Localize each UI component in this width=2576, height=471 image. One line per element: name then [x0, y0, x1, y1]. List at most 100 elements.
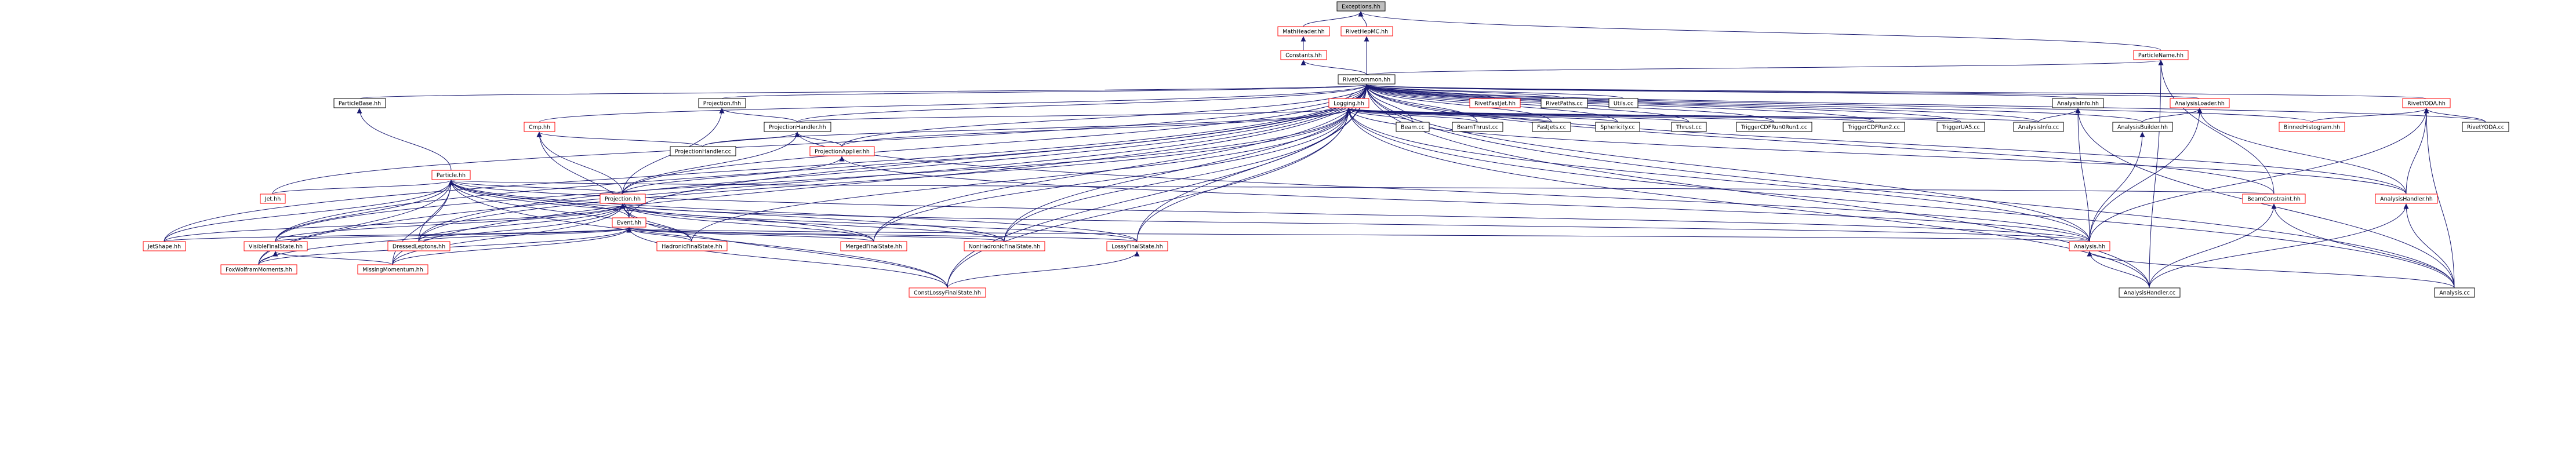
node-foxwolframmoments-hh[interactable]: FoxWolframMoments.hh [220, 264, 297, 275]
node-rivethepmc-hh[interactable]: RivetHepMC.hh [1340, 26, 1393, 36]
edge-particle-hh-to-lossyfinalstate-hh [448, 180, 1138, 242]
edge-particle-hh-to-jet-hh [272, 180, 454, 195]
node-cmp-hh[interactable]: Cmp.hh [524, 122, 555, 132]
edge-projectionapplier-hh-to-projection-hh [622, 156, 845, 195]
edge-analysishandler-hh-to-analysishandler-cc [2149, 203, 2409, 289]
edge-logging-hh-to-fastjets-cc [1346, 108, 1552, 123]
edge-logging-hh-to-mergedfinalstate-hh [873, 108, 1351, 242]
edge-rivetcommon-hh-to-projection-hh [622, 84, 1369, 195]
edge-event-hh-to-dressedleptons-hh [418, 227, 632, 242]
node-box [431, 170, 471, 180]
node-box [1671, 122, 1707, 132]
node-projectionhandler-cc[interactable]: ProjectionHandler.cc [670, 146, 736, 156]
node-rivetfastjet-hh[interactable]: RivetFastJet.hh [1469, 98, 1521, 108]
node-analysishandler-hh[interactable]: AnalysisHandler.hh [2375, 193, 2438, 204]
edge-cmp-hh-to-projection-hh [536, 132, 623, 195]
node-event-hh[interactable]: Event.hh [612, 217, 646, 228]
node-analysis-cc[interactable]: Analysis.cc [2434, 287, 2475, 298]
node-constlossyfinalstate-hh[interactable]: ConstLossyFinalState.hh [909, 287, 986, 298]
node-beamconstraint-hh[interactable]: BeamConstraint.hh [2242, 193, 2306, 204]
node-box [260, 193, 286, 204]
node-fastjets-cc[interactable]: FastJets.cc [1532, 122, 1571, 132]
edge-rivetcommon-hh-to-analysisloader-hh [1364, 84, 2200, 99]
node-beam-cc[interactable]: Beam.cc [1396, 122, 1430, 132]
node-box [2242, 193, 2306, 204]
node-mergedfinalstate-hh[interactable]: MergedFinalState.hh [840, 241, 907, 251]
node-thrust-cc[interactable]: Thrust.cc [1671, 122, 1707, 132]
edge-analysisloader-hh-to-analysis-hh [2089, 108, 2203, 242]
node-nonhadronicfinalstate-hh[interactable]: NonHadronicFinalState.hh [964, 241, 1045, 251]
node-label: AnalysisInfo.hh [2057, 101, 2099, 107]
node-label: ProjectionHandler.cc [675, 149, 731, 155]
node-lossyfinalstate-hh[interactable]: LossyFinalState.hh [1106, 241, 1168, 251]
node-triggercdfrun0run1-cc[interactable]: TriggerCDFRun0Run1.cc [1736, 122, 1812, 132]
node-analysishandler-cc[interactable]: AnalysisHandler.cc [2119, 287, 2181, 298]
edge-logging-hh-to-thrust-cc [1346, 108, 1690, 123]
node-beamthrust-cc[interactable]: BeamThrust.cc [1452, 122, 1503, 132]
edge-analysisinfo-hh-to-analysis-hh [2075, 108, 2090, 242]
node-label: Cmp.hh [529, 125, 550, 131]
node-analysisinfo-cc[interactable]: AnalysisInfo.cc [2013, 122, 2064, 132]
node-label: Event.hh [617, 220, 641, 227]
edge-constants-hh-to-rivetcommon-hh [1300, 60, 1367, 75]
edge-rivetcommon-hh-to-binnedhistogram-hh [1364, 84, 2312, 123]
edge-rivetcommon-hh-to-missingmomentum-hh [392, 84, 1369, 265]
node-rivetyoda-hh[interactable]: RivetYODA.hh [2402, 98, 2451, 108]
node-label: RivetPaths.cc [1546, 101, 1583, 107]
node-sphericity-cc[interactable]: Sphericity.cc [1595, 122, 1640, 132]
node-utils-cc[interactable]: Utils.cc [1608, 98, 1638, 108]
edge-event-hh-to-mergedfinalstate-hh [626, 227, 874, 242]
edge-projection-hh-to-hadronicfinalstate-hh [620, 203, 692, 242]
node-jet-hh[interactable]: Jet.hh [260, 193, 286, 204]
edge-projectionhandler-hh-to-projectionhandler-cc [702, 132, 800, 147]
edge-projectionhandler-hh-to-projection-hh [622, 132, 800, 195]
node-missingmomentum-hh[interactable]: MissingMomentum.hh [357, 264, 428, 275]
node-logging-hh[interactable]: Logging.hh [1328, 98, 1369, 108]
node-label: Beam.cc [1401, 125, 1425, 131]
node-particle-hh[interactable]: Particle.hh [431, 170, 471, 180]
node-box [1328, 98, 1369, 108]
edge-projection-hh-to-nonhadronicfinalstate-hh [620, 203, 1005, 242]
node-label: RivetYODA.hh [2407, 101, 2446, 107]
node-exceptions-hh[interactable]: Exceptions.hh [1336, 1, 1386, 12]
node-label: Thrust.cc [1676, 125, 1702, 131]
edge-analysisloader-hh-to-analysishandler-hh [2197, 108, 2407, 195]
node-label: TriggerCDFRun0Run1.cc [1741, 125, 1807, 131]
node-constants-hh[interactable]: Constants.hh [1280, 50, 1327, 60]
node-mathheader-hh[interactable]: MathHeader.hh [1277, 26, 1330, 36]
edge-event-hh-to-jetshape-hh [164, 227, 631, 242]
node-dressedleptons-hh[interactable]: DressedLeptons.hh [387, 241, 450, 251]
node-projection-hh[interactable]: Projection.hh [600, 193, 646, 204]
node-rivetcommon-hh[interactable]: RivetCommon.hh [1338, 74, 1396, 85]
node-projection-fhh[interactable]: Projection.fhh [698, 98, 746, 108]
node-rivetyoda-cc[interactable]: RivetYODA.cc [2462, 122, 2509, 132]
edge-exceptions-hh-to-mathheader-hh [1303, 11, 1364, 27]
node-hadronicfinalstate-hh[interactable]: HadronicFinalState.hh [656, 241, 728, 251]
node-visiblefinalstate-hh[interactable]: VisibleFinalState.hh [244, 241, 308, 251]
node-analysisinfo-hh[interactable]: AnalysisInfo.hh [2052, 98, 2104, 108]
node-projectionapplier-hh[interactable]: ProjectionApplier.hh [809, 146, 875, 156]
edge-analysis-hh-to-analysis-cc [2087, 251, 2455, 289]
node-box [2170, 98, 2230, 108]
edge-rivetcommon-hh-to-triggerua5-cc [1364, 84, 1961, 123]
node-box [964, 241, 1045, 251]
node-triggerua5-cc[interactable]: TriggerUA5.cc [1936, 122, 1985, 132]
edge-particlename-hh-to-beamconstraint-hh [2158, 60, 2275, 195]
edge-logging-hh-to-projectionhandler-cc [702, 108, 1351, 147]
edge-projectionhandler-hh-to-analysis-hh [794, 132, 2090, 242]
node-triggercdfrun2-cc[interactable]: TriggerCDFRun2.cc [1843, 122, 1905, 132]
node-projectionhandler-hh[interactable]: ProjectionHandler.hh [764, 122, 831, 132]
node-analysisloader-hh[interactable]: AnalysisLoader.hh [2170, 98, 2230, 108]
edge-exceptions-hh-to-particlename-hh [1358, 11, 2161, 51]
node-label: BinnedHistogram.hh [2284, 125, 2340, 131]
edge-logging-hh-to-constlossyfinalstate-hh [947, 108, 1351, 289]
node-binnedhistogram-hh[interactable]: BinnedHistogram.hh [2279, 122, 2345, 132]
node-rivetpaths-cc[interactable]: RivetPaths.cc [1540, 98, 1588, 108]
node-analysis-hh[interactable]: Analysis.hh [2069, 241, 2110, 251]
node-analysisbuilder-hh[interactable]: AnalysisBuilder.hh [2112, 122, 2173, 132]
node-particlename-hh[interactable]: ParticleName.hh [2133, 50, 2189, 60]
node-jetshape-hh[interactable]: JetShape.hh [143, 241, 186, 251]
node-particlebase-hh[interactable]: ParticleBase.hh [333, 98, 386, 108]
node-label: TriggerUA5.cc [1941, 125, 1980, 131]
